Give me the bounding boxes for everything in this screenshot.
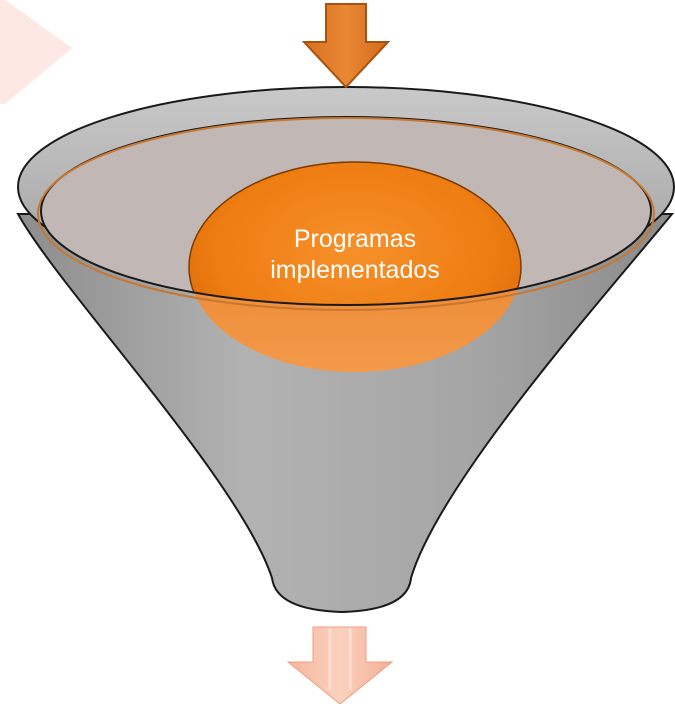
funnel-body xyxy=(16,213,675,614)
down-arrow-icon-top xyxy=(301,3,391,89)
orange-ball xyxy=(188,161,522,305)
funnel-inner-accent xyxy=(37,117,655,311)
ball-label-line2: implementados xyxy=(270,256,440,284)
corner-chevron-shape xyxy=(0,0,72,104)
ball-label-line1: Programas xyxy=(294,225,416,253)
down-arrow-icon-bottom xyxy=(286,626,394,704)
